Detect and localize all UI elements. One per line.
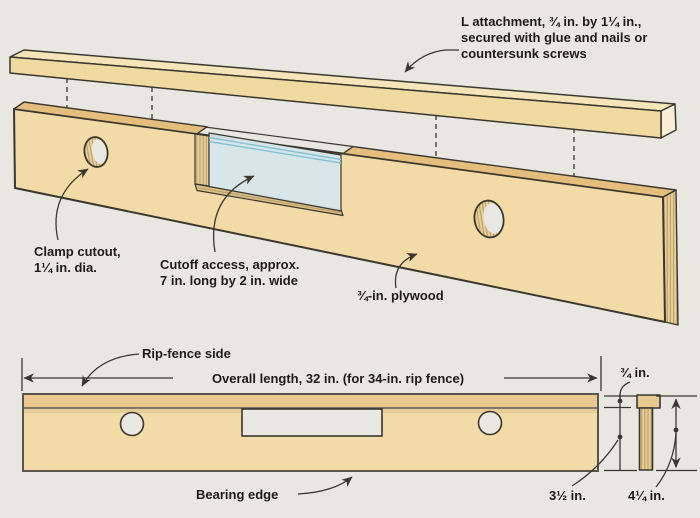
cutoff-access-line2: 7 in. long by 2 in. wide [160, 273, 298, 288]
plywood-end-view [638, 407, 654, 471]
plywood-leader [394, 252, 418, 289]
total-height-label: 4¼ in. [628, 488, 665, 503]
l-attachment-leader [404, 49, 459, 73]
overall-length-dimension [21, 356, 602, 391]
plywood-label: ¾-in. plywood [357, 288, 444, 303]
end-view-dimensions [604, 395, 697, 472]
rip-fence-side-label: Rip-fence side [142, 346, 231, 361]
l-attachment-rail-3d [9, 49, 677, 139]
cap-thickness-leader [619, 381, 631, 399]
cutoff-access-leader [212, 175, 255, 253]
clamp-hole-left-front-view [119, 411, 145, 437]
bearing-edge-leader [297, 476, 353, 495]
leader-arrows [55, 49, 677, 495]
board-height-leader [571, 439, 619, 487]
cutoff-access-notch-3d [194, 132, 344, 217]
clamp-hole-right-3d [473, 199, 505, 239]
l-attachment-line1: L attachment, ¾ in. by 1¼ in., [461, 14, 642, 29]
clamp-cutout-line2: 1¼ in. dia. [34, 260, 97, 275]
rip-fence-side-leader [81, 353, 140, 387]
plywood-board-3d [13, 101, 679, 326]
l-attachment-label: L attachment, ¾ in. by 1¼ in., secured w… [461, 14, 647, 62]
clamp-cutout-leader [55, 168, 89, 241]
clamp-cutout-label: Clamp cutout, 1¼ in. dia. [34, 244, 121, 276]
clamp-hole-right-front-view [477, 410, 503, 436]
cutoff-access-front-view [241, 408, 383, 437]
cutoff-access-line1: Cutoff access, approx. [160, 257, 300, 272]
front-view [22, 393, 599, 472]
cutoff-access-label: Cutoff access, approx. 7 in. long by 2 i… [160, 257, 299, 289]
clamp-hole-left-3d [83, 136, 109, 168]
cap-thickness-label: ¾ in. [620, 365, 650, 380]
overall-length-label: Overall length, 32 in. (for 34-in. rip f… [211, 371, 465, 386]
l-attachment-end-view [636, 394, 661, 409]
end-view [636, 394, 661, 471]
clamp-cutout-line1: Clamp cutout, [34, 244, 121, 259]
l-attachment-line3: countersunk screws [461, 46, 587, 61]
total-height-leader [655, 432, 677, 488]
bearing-edge-label: Bearing edge [196, 487, 279, 502]
board-height-label: 3½ in. [549, 488, 586, 503]
l-attachment-line2: secured with glue and nails or [461, 30, 648, 45]
